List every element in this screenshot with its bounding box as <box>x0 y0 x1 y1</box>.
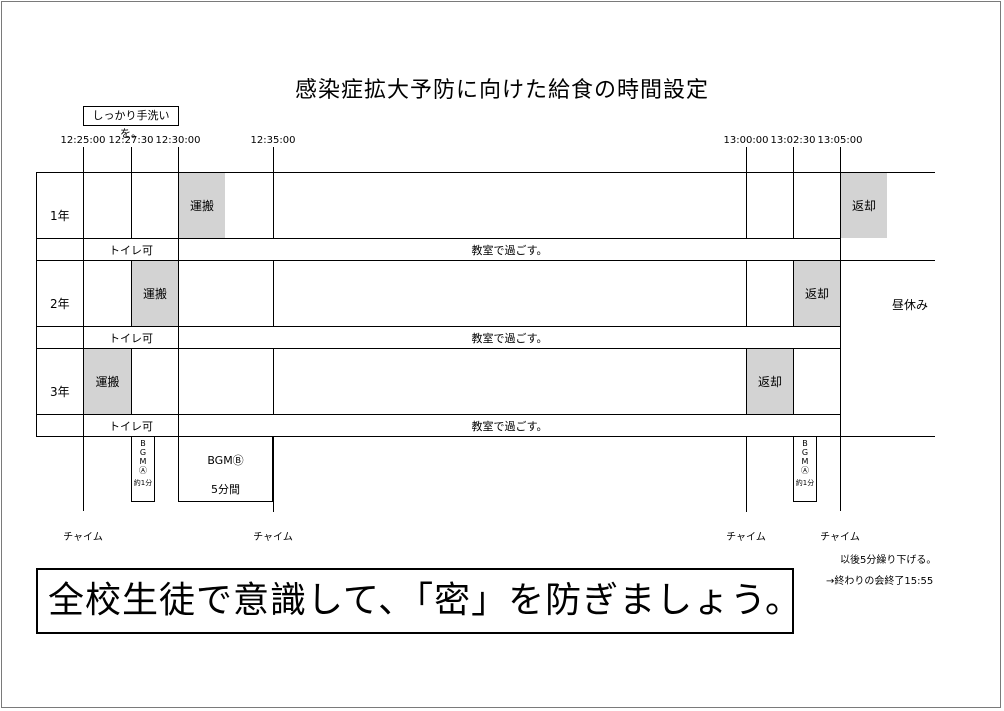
time-line <box>746 436 747 512</box>
grid-line <box>36 414 841 415</box>
time-line <box>273 348 274 414</box>
bgm-a-duration: 約1分 <box>133 479 153 487</box>
carry-block-grade1: 運搬 <box>179 173 225 238</box>
bgm-a-letter: Ⓐ <box>801 466 809 475</box>
bgm-a-letter: M <box>139 457 147 466</box>
time-line <box>83 147 84 511</box>
bgm-b-label: BGMⒷ <box>207 454 244 467</box>
return-block-grade1: 返却 <box>841 173 887 238</box>
grid-line <box>36 436 935 437</box>
grid-line <box>36 260 935 261</box>
time-label: 12:25:00 <box>60 135 106 146</box>
slogan-banner: 全校生徒で意識して、「密」を防ぎましょう。 <box>36 568 794 634</box>
carry-block-grade2: 運搬 <box>132 261 178 326</box>
page-title: 感染症拡大予防に向けた給食の時間設定 <box>294 78 709 103</box>
bgm-b-box: BGMⒷ 5分間 <box>178 436 273 502</box>
chime-label: チャイム <box>726 532 766 543</box>
time-line <box>273 260 274 326</box>
classroom-label: 教室で過ごす。 <box>471 244 548 257</box>
handwash-note: しっかり手洗いを。 <box>83 106 179 140</box>
toilet-ok-label: トイレ可 <box>109 244 153 257</box>
grade-label: 2年 <box>50 297 70 311</box>
bgm-a-letter: B <box>140 439 146 448</box>
return-block-grade3: 返却 <box>747 349 793 414</box>
time-line <box>131 260 132 326</box>
bgm-a-letter: G <box>801 448 809 457</box>
bgm-a-duration: 約1分 <box>795 479 815 487</box>
time-line <box>131 348 132 414</box>
delay-note: 以後5分繰り下げる。 <box>840 555 937 566</box>
time-line <box>178 147 179 436</box>
grid-line <box>36 348 841 349</box>
end-time-note: →終わりの会終了15:55 <box>826 576 934 587</box>
lunch-break-label: 昼休み <box>892 298 929 312</box>
bgm-a-box-right: B G M Ⓐ 約1分 <box>793 436 817 502</box>
time-line <box>131 147 132 238</box>
toilet-ok-label: トイレ可 <box>109 420 153 433</box>
bgm-a-letter: M <box>801 457 809 466</box>
chime-label: チャイム <box>63 532 103 543</box>
chime-label: チャイム <box>253 532 293 543</box>
classroom-label: 教室で過ごす。 <box>471 332 548 345</box>
bgm-a-letter: B <box>802 439 808 448</box>
time-line <box>793 147 794 238</box>
bgm-b-duration: 5分間 <box>211 483 240 496</box>
time-label: 12:27:30 <box>108 135 154 146</box>
time-line <box>746 348 747 414</box>
time-label: 13:00:00 <box>723 135 769 146</box>
time-label: 13:02:30 <box>770 135 816 146</box>
bgm-a-box-left: B G M Ⓐ 約1分 <box>131 436 155 502</box>
time-line <box>273 147 274 238</box>
classroom-label: 教室で過ごす。 <box>471 420 548 433</box>
grade-label: 1年 <box>50 209 70 223</box>
grid-line <box>36 172 37 436</box>
time-line <box>746 147 747 238</box>
time-line <box>273 436 274 512</box>
time-line <box>746 260 747 326</box>
return-block-grade2: 返却 <box>794 261 840 326</box>
bgm-a-letter: G <box>139 448 147 457</box>
chime-label: チャイム <box>820 532 860 543</box>
time-label: 13:05:00 <box>817 135 863 146</box>
grade-label: 3年 <box>50 385 70 399</box>
carry-block-grade3: 運搬 <box>84 349 131 414</box>
grid-line <box>36 238 841 239</box>
bgm-a-letter: Ⓐ <box>139 466 147 475</box>
toilet-ok-label: トイレ可 <box>109 332 153 345</box>
grid-line <box>36 326 841 327</box>
grid-line <box>36 172 935 173</box>
time-line <box>793 348 794 414</box>
time-line <box>840 147 841 511</box>
time-line <box>793 260 794 326</box>
time-label: 12:30:00 <box>155 135 201 146</box>
time-label: 12:35:00 <box>250 135 296 146</box>
